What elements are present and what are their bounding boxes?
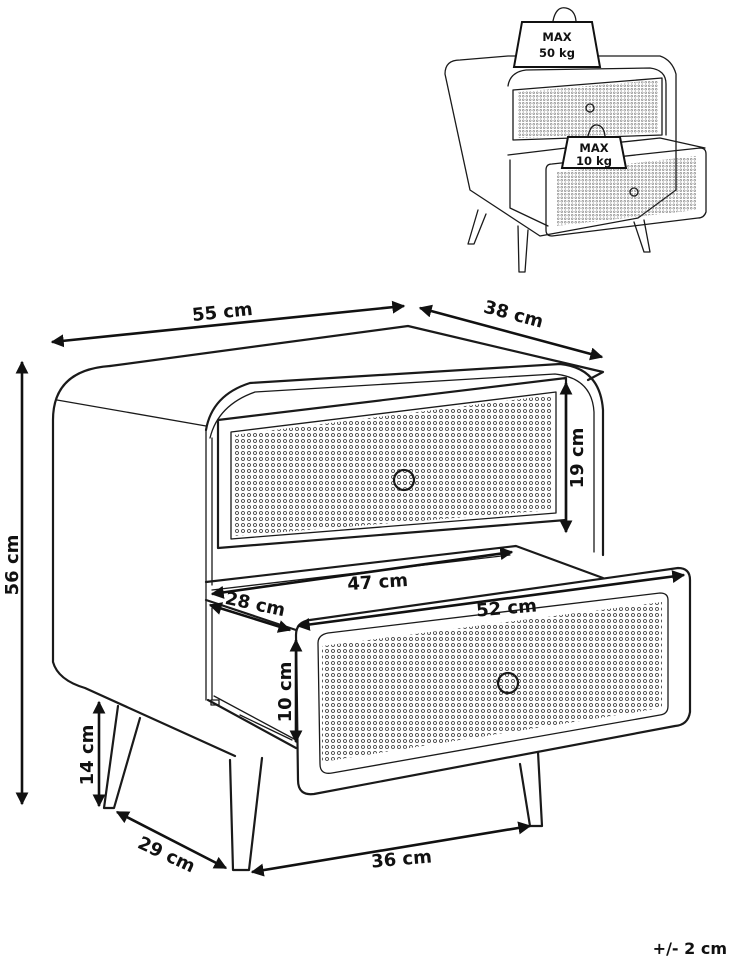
drawer-front-width-label: 52 cm	[475, 595, 537, 621]
width-dimension-line	[50, 300, 406, 348]
top-max-label: MAX	[542, 30, 571, 44]
leg-width-span-label: 36 cm	[370, 846, 432, 872]
drawer-front-width-line	[296, 570, 686, 631]
cabinet-top	[108, 324, 605, 382]
leg-height-label: 14 cm	[77, 725, 98, 786]
drawer-inner-height-label: 10 cm	[275, 662, 296, 723]
drawer-max-label: MAX	[579, 141, 608, 155]
dimension-lines	[15, 300, 686, 877]
drawer-depth-line	[208, 602, 292, 633]
leg-depth-span-label: 29 cm	[134, 833, 198, 878]
tolerance-note: +/- 2 cm	[653, 939, 727, 958]
dimension-labels: 55 cm 38 cm 56 cm 19 cm 47 cm 28 cm 52 c…	[2, 297, 588, 878]
depth-dimension-line	[418, 304, 604, 361]
cabinet-left-side	[51, 364, 237, 758]
leg-depth-span-line	[115, 810, 228, 870]
drawer-front-height-label: 19 cm	[567, 428, 588, 489]
inner-width-label: 47 cm	[347, 570, 409, 595]
top-max-value: 50 kg	[539, 46, 575, 60]
main-drawing	[51, 324, 692, 872]
lower-drawer-knob	[496, 671, 520, 695]
load-capacity-inset: MAX 50 kg MAX 10 kg	[444, 7, 707, 273]
legs	[102, 704, 544, 872]
height-label: 56 cm	[2, 535, 23, 596]
drawer-max-value: 10 kg	[576, 154, 612, 168]
upper-drawer	[216, 376, 568, 550]
cabinet-front-frame	[204, 362, 605, 557]
leg-width-span-line	[250, 821, 532, 877]
upper-drawer-knob	[392, 468, 416, 492]
